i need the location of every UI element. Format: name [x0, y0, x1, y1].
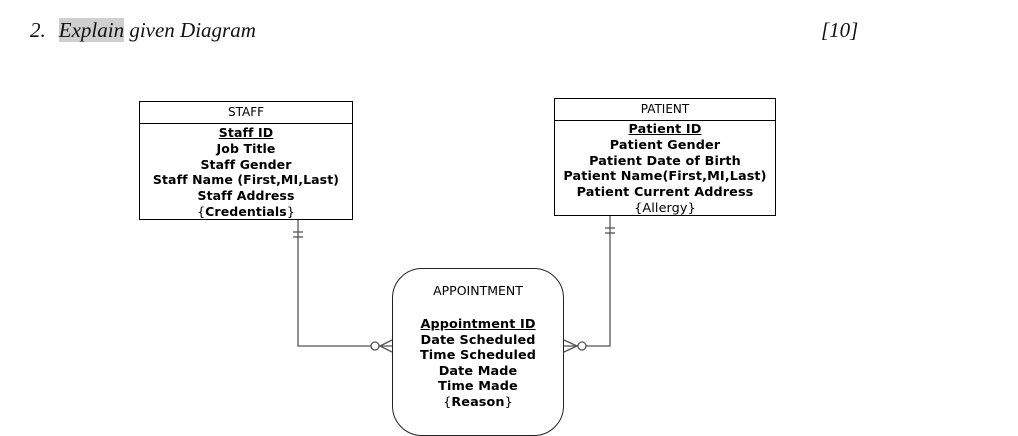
staff-primary-key: Staff ID	[218, 125, 274, 140]
patient-attribute: Patient Name(First,MI,Last)	[563, 169, 767, 185]
appointment-entity: APPOINTMENT Appointment ID Date Schedule…	[392, 268, 564, 436]
patient-entity: PATIENT Patient ID Patient Gender Patien…	[554, 98, 776, 216]
patient-multivalued-label: Allergy	[642, 200, 688, 216]
staff-attribute: Job Title	[216, 140, 276, 156]
question-number: 2.	[30, 18, 46, 42]
patient-primary-key: Patient ID	[628, 122, 702, 137]
patient-attributes: Patient ID Patient Gender Patient Date o…	[555, 121, 775, 217]
appointment-attribute: Time Made	[438, 379, 518, 395]
staff-attribute: Staff Name (First,MI,Last)	[152, 172, 340, 188]
appointment-entity-name: APPOINTMENT	[433, 283, 523, 298]
staff-appointment-line	[297, 220, 392, 347]
question-text: 2. Explain given Diagram	[30, 18, 256, 43]
patient-appointment-relationship	[563, 216, 615, 353]
staff-attribute: Staff Address	[197, 188, 295, 204]
patient-attribute: Patient Gender	[609, 137, 721, 153]
staff-crow-foot-upper	[379, 339, 393, 347]
question-marks: [10]	[821, 18, 859, 42]
relationship-lines	[293, 216, 615, 353]
patient-zero-circle	[577, 341, 587, 351]
staff-attributes: Staff ID Job Title Staff Gender Staff Na…	[140, 124, 352, 220]
appointment-attribute: Date Scheduled	[420, 332, 536, 348]
patient-entity-name: PATIENT	[555, 99, 775, 121]
appointment-attribute: Date Made	[438, 363, 518, 379]
staff-entity: STAFF Staff ID Job Title Staff Gender St…	[139, 101, 353, 220]
staff-zero-circle	[370, 341, 380, 351]
patient-multivalued-attribute: {Allergy}	[634, 200, 696, 216]
staff-attribute: Staff Gender	[200, 156, 292, 172]
patient-attribute: Patient Current Address	[576, 185, 754, 201]
staff-entity-name: STAFF	[140, 102, 352, 124]
question-rest: given Diagram	[124, 18, 256, 42]
appointment-multivalued-label: Reason	[451, 394, 505, 410]
patient-crow-foot-upper	[563, 339, 578, 347]
staff-appointment-relationship	[293, 220, 393, 353]
highlighted-word: Explain	[58, 18, 125, 42]
staff-multivalued-attribute: {Credentials}	[197, 203, 295, 219]
patient-appointment-line	[564, 216, 611, 347]
staff-multivalued-label: Credentials	[205, 203, 287, 219]
appointment-attribute: Time Scheduled	[419, 348, 537, 364]
staff-crow-foot-lower	[379, 345, 393, 353]
appointment-attributes: Appointment ID Date Scheduled Time Sched…	[393, 299, 563, 411]
patient-crow-foot-lower	[563, 345, 578, 353]
appointment-primary-key: Appointment ID	[420, 317, 536, 332]
patient-attribute: Patient Date of Birth	[589, 153, 741, 169]
appointment-multivalued-attribute: {Reason}	[443, 394, 513, 410]
